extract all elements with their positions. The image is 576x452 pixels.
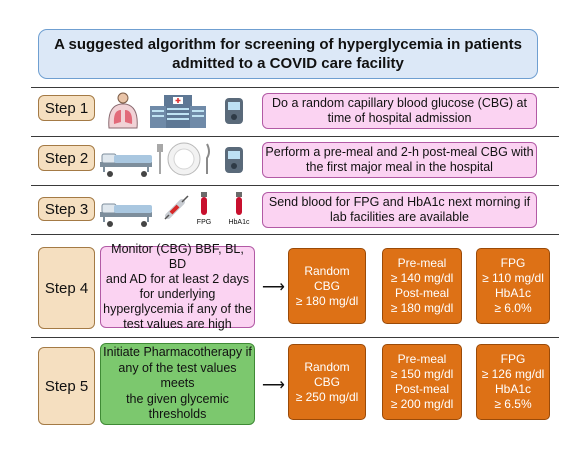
step-5-random-cbg-threshold: Random CBG ≥ 250 mg/dl [288,344,366,420]
separator [31,87,559,89]
step-5-fpg-hba1c-threshold: FPG ≥ 126 mg/dl HbA1c ≥ 6.5% [476,344,550,420]
random-cbg-value: ≥ 250 mg/dl [295,389,359,404]
step-4-fpg-hba1c-threshold: FPG ≥ 110 mg/dl HbA1c ≥ 6.0% [476,248,550,324]
hospital-building-icon [150,95,206,128]
step-4-random-cbg-threshold: Random CBG ≥ 180 mg/dl [288,248,366,324]
cbg-label: CBG [313,278,340,293]
random-cbg-value: ≥ 180 mg/dl [295,293,359,308]
step-5-pharmacotherapy-box: Initiate Pharmacotherapy if any of the t… [100,343,255,425]
post-meal-label: Post-meal [394,286,450,300]
step-4-line-5: test values are high [123,317,232,331]
separator [31,136,559,138]
step-1-label: Step 1 [38,95,95,121]
fpg-value: ≥ 126 mg/dl [481,367,545,381]
title-line-1: A suggested algorithm for screening of h… [54,36,522,53]
step-2-text-line-1: Perform a pre-meal and 2-h post-meal CBG… [265,145,534,159]
step-4-line-4: hyperglycemia if any of the [103,302,252,316]
hba1c-label: HbA1c [494,286,532,300]
step-4-line-2: and AD for at least 2 days [105,272,250,286]
step-2-text-line-2: the first major meal in the hospital [306,160,493,174]
hospital-bed-icon [100,203,152,227]
fpg-value: ≥ 110 mg/dl [482,271,544,285]
arrow-icon: ⟶ [262,377,285,394]
hospital-bed-icon [100,153,152,177]
step-3-label: Step 3 [38,197,95,221]
step-5-meal-threshold: Pre-meal ≥ 150 mg/dl Post-meal ≥ 200 mg/… [382,344,462,420]
plate-cutlery-icon [157,142,210,176]
step-3-text-line-2: lab facilities are available [330,210,469,224]
step-2-label: Step 2 [38,145,95,171]
post-meal-label: Post-meal [394,382,450,396]
random-label: Random [304,263,350,278]
fpg-tube-icon [201,192,207,215]
hba1c-label: HbA1c [494,382,532,396]
syringe-icon [164,195,189,220]
step-5-line-3: the given glycemic [126,391,229,406]
separator [31,337,559,339]
post-meal-value: ≥ 200 mg/dl [390,397,454,411]
step-4-label: Step 4 [38,247,95,329]
title-line-2: admitted to a COVID care facility [172,55,404,72]
step-2-instruction: Perform a pre-meal and 2-h post-meal CBG… [262,142,537,178]
separator [31,234,559,236]
separator [31,185,559,187]
pre-meal-value: ≥ 150 mg/dl [390,367,454,381]
step-3-instruction: Send blood for FPG and HbA1c next mornin… [262,192,537,228]
hba1c-tube-label: HbA1c [228,219,250,226]
arrow-icon: ⟶ [262,279,285,296]
fpg-label: FPG [500,256,526,270]
cbg-label: CBG [313,374,340,389]
step-3-text-line-1: Send blood for FPG and HbA1c next mornin… [268,195,531,209]
pre-meal-label: Pre-meal [397,352,447,366]
step-1-text-line-1: Do a random capillary blood glucose (CBG… [272,96,527,110]
random-label: Random [304,359,350,374]
step-1-text-line-2: time of hospital admission [327,111,472,125]
hba1c-value: ≥ 6.5% [494,397,532,411]
step-1-instruction: Do a random capillary blood glucose (CBG… [262,93,537,129]
glucometer-icon [225,98,243,124]
step-5-line-4: thresholds [148,407,207,422]
glucometer-icon [225,147,243,173]
step-4-monitor-box: Monitor (CBG) BBF, BL, BD and AD for at … [100,242,255,331]
step-5-label: Step 5 [38,347,95,425]
step-4-line-3: for underlying [139,287,216,301]
step-4-meal-threshold: Pre-meal ≥ 140 mg/dl Post-meal ≥ 180 mg/… [382,248,462,324]
lungs-icon [108,92,138,129]
pre-meal-label: Pre-meal [397,256,447,270]
step-5-line-1: Initiate Pharmacotherapy if [103,345,252,360]
pre-meal-value: ≥ 140 mg/dl [390,271,454,285]
hba1c-tube-icon [236,192,242,215]
post-meal-value: ≥ 180 mg/dl [390,301,454,315]
fpg-label: FPG [500,352,526,366]
step-5-line-2: any of the test values meets [118,360,237,391]
fpg-tube-label: FPG [196,219,212,226]
diagram-title: A suggested algorithm for screening of h… [38,29,538,79]
step-4-line-1: Monitor (CBG) BBF, BL, BD [111,242,244,271]
hba1c-value: ≥ 6.0% [494,301,532,315]
